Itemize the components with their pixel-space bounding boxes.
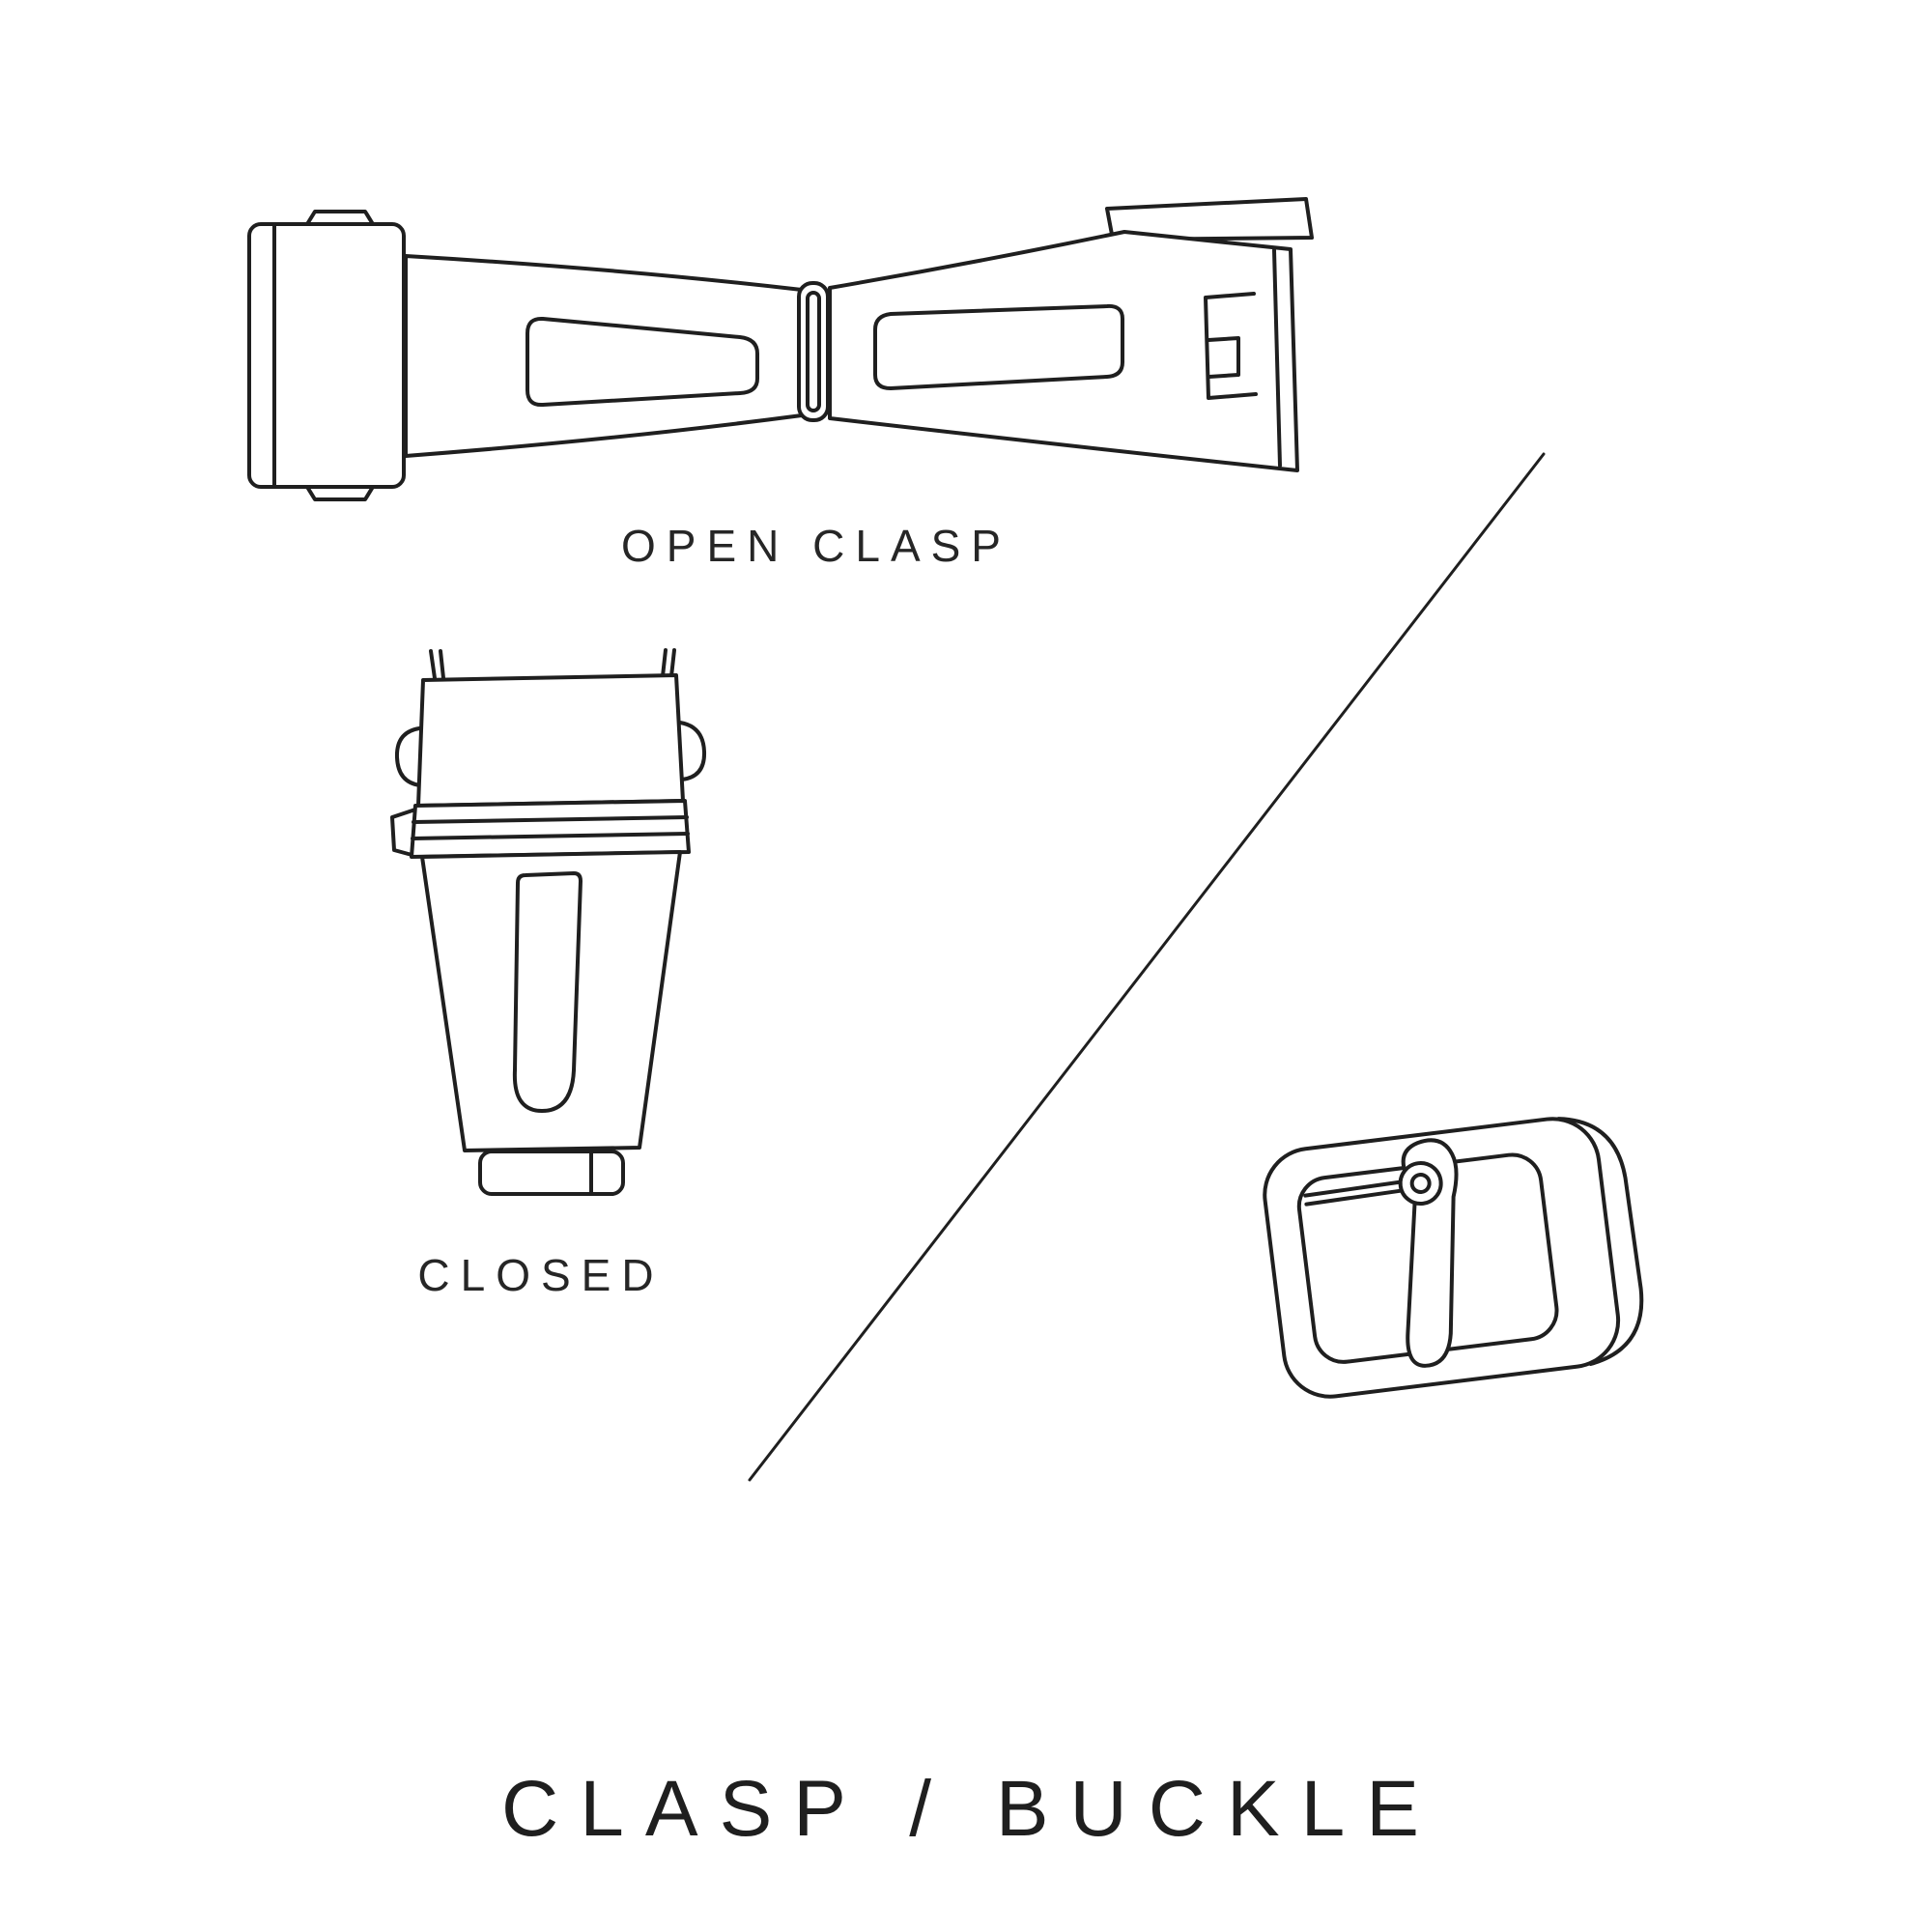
open-clasp-illustration [247, 197, 1314, 501]
divider-line [748, 452, 1546, 1482]
closed-clasp-illustration [390, 648, 707, 1196]
page-title: CLASP / BUCKLE [501, 1765, 1440, 1853]
tang-buckle-illustration [1263, 1117, 1644, 1399]
open-clasp-label: OPEN CLASP [621, 521, 1011, 571]
closed-clasp-label: CLOSED [417, 1250, 665, 1300]
